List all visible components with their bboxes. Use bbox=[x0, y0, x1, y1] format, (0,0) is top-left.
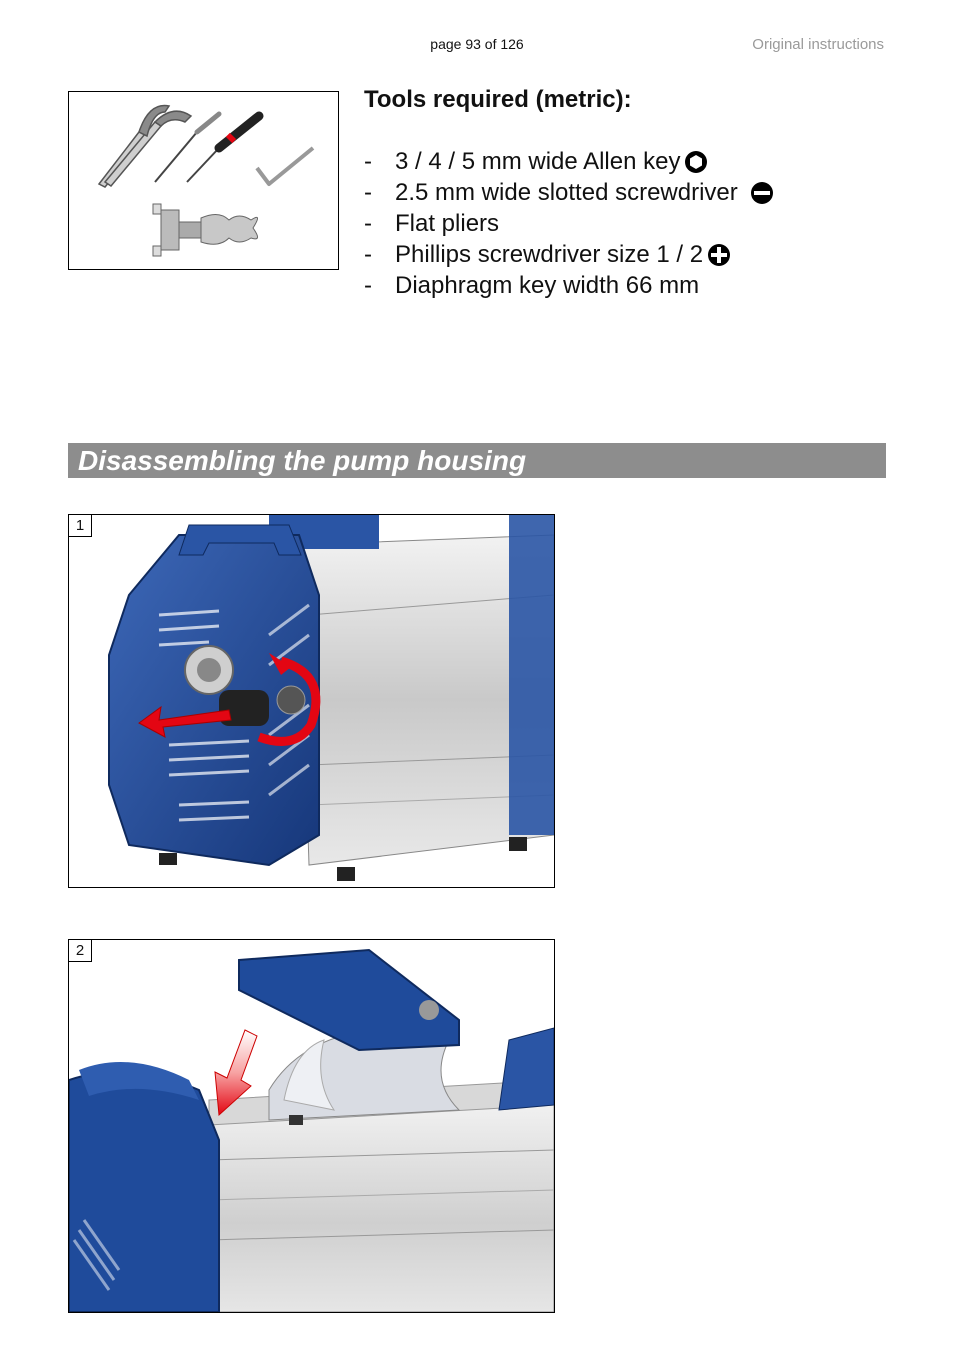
list-dash: - bbox=[364, 148, 372, 175]
tool-item-text: Flat pliers bbox=[395, 210, 500, 237]
pump-end-cover-left bbox=[69, 1062, 220, 1312]
phillips-screwdriver-icon bbox=[708, 243, 731, 266]
tool-item: - 2.5 mm wide slotted screwdriver bbox=[364, 177, 774, 208]
list-dash: - bbox=[364, 210, 372, 237]
figure-number: 2 bbox=[69, 940, 92, 962]
tool-item: - 3 / 4 / 5 mm wide Allen key bbox=[364, 146, 774, 177]
tool-item-text: Diaphragm key width 66 mm bbox=[395, 272, 700, 299]
red-arrow bbox=[138, 653, 321, 746]
tool-item-text: 3 / 4 / 5 mm wide Allen key bbox=[395, 148, 681, 175]
diaphragm-key-icon bbox=[152, 203, 258, 257]
tools-heading: Tools required (metric): bbox=[364, 86, 632, 113]
tools-illustration bbox=[68, 91, 339, 270]
diaphragm-key-in-use bbox=[184, 645, 306, 726]
small-screwdriver-icon bbox=[154, 111, 222, 183]
pump-body bbox=[208, 1079, 554, 1312]
list-dash: - bbox=[364, 241, 372, 268]
tool-item: - Diaphragm key width 66 mm bbox=[364, 270, 774, 301]
tool-item: - Phillips screwdriver size 1 / 2 bbox=[364, 239, 774, 270]
allen-key-tool-icon bbox=[255, 146, 315, 186]
tools-list: - 3 / 4 / 5 mm wide Allen key - 2.5 mm w… bbox=[364, 146, 774, 301]
pump-end-cover bbox=[108, 524, 320, 867]
section-header-bar bbox=[68, 443, 886, 478]
tool-item-text: Phillips screwdriver size 1 / 2 bbox=[395, 241, 704, 268]
tool-item-text: 2.5 mm wide slotted screwdriver bbox=[395, 179, 738, 206]
tool-item: - Flat pliers bbox=[364, 208, 774, 239]
figure-number: 1 bbox=[69, 515, 92, 537]
list-dash: - bbox=[364, 272, 372, 299]
allen-key-icon bbox=[685, 150, 708, 173]
pump-end-cover-right bbox=[498, 1027, 554, 1111]
list-dash: - bbox=[364, 179, 372, 206]
page-number: page 93 of 126 bbox=[430, 36, 524, 52]
section-title: Disassembling the pump housing bbox=[78, 445, 527, 476]
red-arrow bbox=[214, 1029, 258, 1117]
figure-2: 2 bbox=[68, 939, 555, 1313]
slotted-screwdriver-icon bbox=[750, 181, 773, 204]
figure-1: 1 bbox=[68, 514, 555, 888]
pump-head-assembly bbox=[238, 948, 461, 1125]
pliers-icon bbox=[97, 104, 193, 188]
phillips-screwdriver-tool-icon bbox=[186, 111, 264, 183]
document-label: Original instructions bbox=[752, 36, 884, 53]
